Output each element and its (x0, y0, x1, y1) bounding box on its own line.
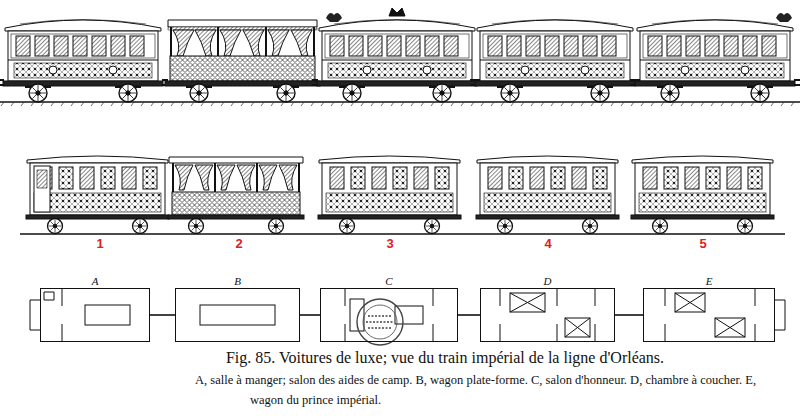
train-elevation-side (20, 156, 785, 234)
gangway-connector (300, 314, 320, 316)
callout-number: 2 (224, 236, 254, 252)
plan-letter: B (234, 274, 241, 288)
plan-view: D (480, 288, 615, 342)
plan-letter: C (385, 274, 392, 288)
plan-view: B (175, 288, 300, 342)
callout-number: 1 (85, 236, 115, 252)
plan-interiors (30, 288, 785, 342)
callout-number: 4 (533, 236, 563, 252)
plan-view: C (320, 288, 458, 342)
library-stamp (357, 299, 403, 345)
callout-number: 3 (375, 236, 405, 252)
plan-letter: E (706, 274, 713, 288)
gangway-connector (458, 314, 480, 316)
figure-caption: Fig. 85. Voitures de luxe; vue du train … (150, 348, 740, 368)
plan-letter: D (544, 274, 552, 288)
gangway-connector (150, 314, 175, 316)
gangway-connector (615, 314, 643, 316)
legend-note: A, salle à manger; salon des aides de ca… (140, 370, 792, 410)
train-elevation-top (0, 8, 800, 106)
plan-letter: A (92, 274, 99, 288)
callout-number: 5 (688, 236, 718, 252)
plan-view: A (40, 288, 150, 342)
plan-view: E (643, 288, 775, 342)
